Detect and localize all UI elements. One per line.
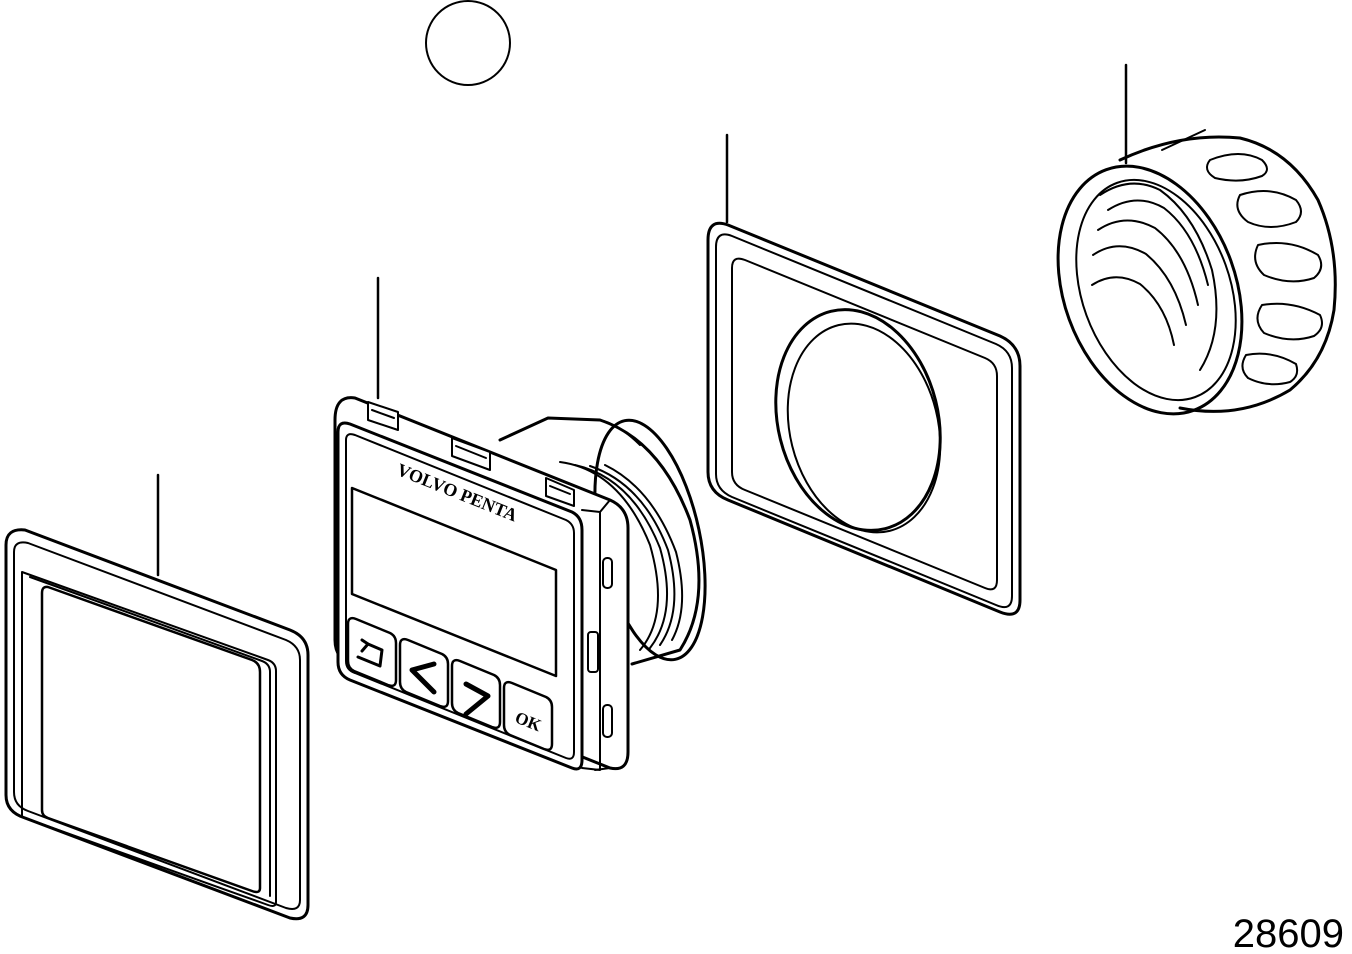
chevron-right-icon [463,681,491,717]
button-left[interactable] [398,637,450,709]
return-arrow-icon [356,642,384,668]
lcd-screen [350,486,558,678]
front-bezel-frame [4,528,310,921]
leader-lines [156,63,1128,577]
callout-circle [425,0,511,86]
display-unit: VOLVO PENTA OK [333,396,707,771]
chevron-left-icon [409,661,437,695]
figure-number: 28609 [1232,912,1344,954]
mounting-gasket [706,221,1022,616]
button-back[interactable] [346,616,398,688]
threaded-nut [1056,129,1337,416]
button-right[interactable] [450,658,502,730]
button-ok[interactable]: OK [502,680,554,752]
